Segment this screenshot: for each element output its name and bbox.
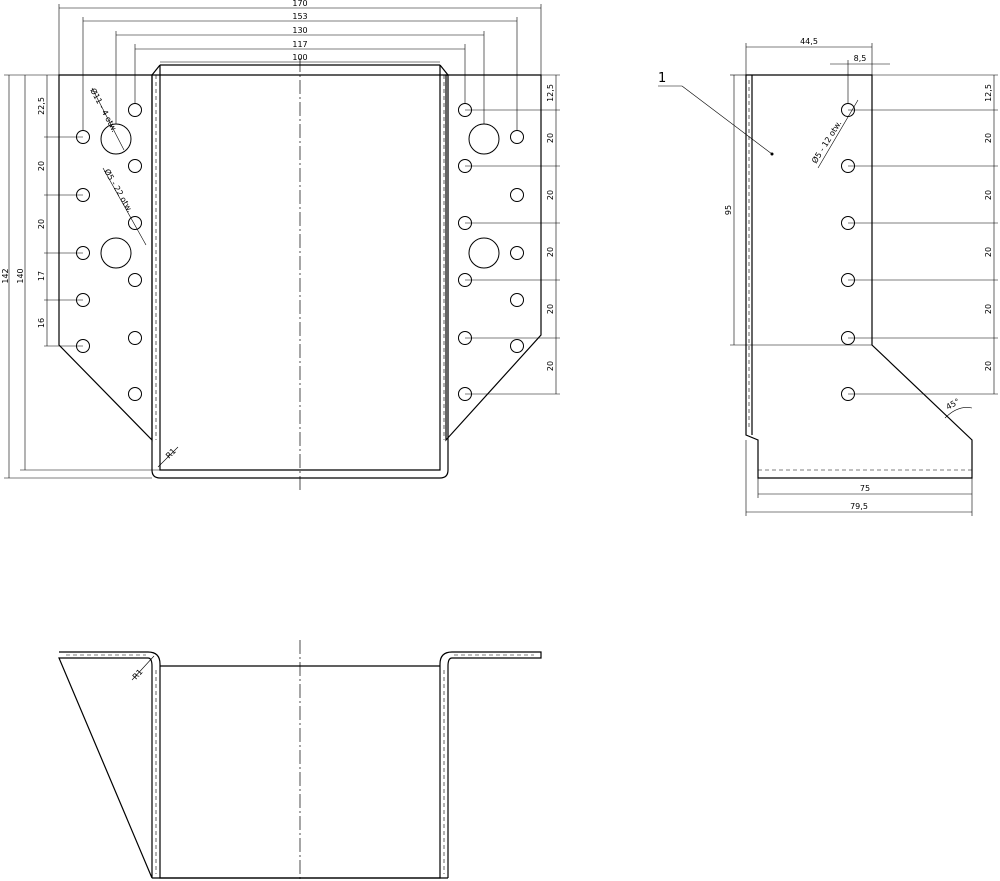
channel-top-right: [439, 64, 449, 76]
dim-22-5: 22,5: [37, 97, 46, 115]
dim-140: 140: [16, 268, 25, 283]
side-dim-20-e: 20: [984, 361, 993, 371]
dim-r-20-b: 20: [546, 190, 555, 200]
hole-small: [510, 246, 524, 260]
angle-arc: [944, 407, 973, 419]
hole-large: [100, 237, 132, 269]
item-number: 1: [658, 71, 666, 86]
radius-leader: [157, 446, 179, 468]
right-flange-holes: [458, 103, 524, 401]
side-dim-12-5: 12,5: [984, 84, 993, 102]
dim-12-5: 12,5: [546, 84, 555, 102]
dim-r-20-e: 20: [546, 361, 555, 371]
dim-170: 170: [292, 0, 307, 8]
dim-117: 117: [292, 40, 307, 49]
channel-top-left: [151, 64, 161, 76]
dim-20-a: 20: [37, 161, 46, 171]
front-width-dimensions: 170 153 130 117 100: [58, 0, 542, 130]
top-view: R1: [58, 640, 542, 881]
dim-153: 153: [292, 12, 307, 21]
item-leader: [681, 85, 773, 155]
side-dim-79-5: 79,5: [850, 502, 868, 511]
left-flange-holes: [76, 103, 142, 401]
dim-20-b: 20: [37, 219, 46, 229]
side-dim-75: 75: [860, 484, 870, 493]
small-hole-note: Ø5 - 22 otw.: [102, 167, 135, 214]
side-dim-20-d: 20: [984, 304, 993, 314]
hole-small: [510, 130, 524, 144]
dim-r-20-a: 20: [546, 133, 555, 143]
front-radius-label: R1: [164, 447, 178, 461]
dim-16: 16: [37, 318, 46, 328]
hole-large: [468, 123, 500, 155]
u-channel-outer: [151, 74, 449, 479]
large-hole-leader: [91, 87, 125, 151]
side-dim-95: 95: [724, 205, 733, 215]
hole-small: [128, 103, 142, 117]
dim-100: 100: [292, 53, 307, 62]
front-height-dimensions: 142 140 22,5 20 20 17 16 12,5 20 20 20: [1, 74, 560, 479]
side-view: 1 44,5 8,5 12,5 20 20 20 20 20 95 Ø5 - 1…: [658, 37, 998, 516]
dim-130: 130: [292, 26, 307, 35]
side-dim-20-b: 20: [984, 190, 993, 200]
dim-44-5: 44,5: [800, 37, 818, 46]
u-channel-inner: [159, 65, 441, 471]
top-radius-leader: [131, 655, 155, 681]
small-hole-leader: [102, 167, 147, 246]
dim-142: 142: [1, 268, 10, 283]
hole-small: [128, 273, 142, 287]
side-holes: [841, 103, 855, 401]
dim-r-20-d: 20: [546, 304, 555, 314]
side-dim-20-c: 20: [984, 247, 993, 257]
side-dim-20-a: 20: [984, 133, 993, 143]
dim-r-20-c: 20: [546, 247, 555, 257]
front-view: 170 153 130 117 100 142 140 22,5 20 20 1…: [1, 0, 560, 492]
side-angle: 45°: [945, 397, 962, 412]
hole-small: [510, 188, 524, 202]
hole-small: [510, 293, 524, 307]
dim-17: 17: [37, 271, 46, 281]
hole-small: [128, 216, 142, 230]
dim-8-5: 8,5: [854, 54, 867, 63]
side-hole-leader: [817, 99, 859, 169]
side-hole-note: Ø5 - 12 otw.: [809, 119, 843, 165]
large-hole-note: Ø11 - 4 otw.: [88, 86, 120, 133]
item-leader-dot: [770, 152, 774, 156]
hole-small: [128, 387, 142, 401]
hole-large: [468, 237, 500, 269]
hole-small: [128, 159, 142, 173]
hole-small: [510, 339, 524, 353]
side-plate-outline: [745, 74, 973, 479]
right-flange-outline: [445, 74, 542, 442]
hole-small: [128, 331, 142, 345]
